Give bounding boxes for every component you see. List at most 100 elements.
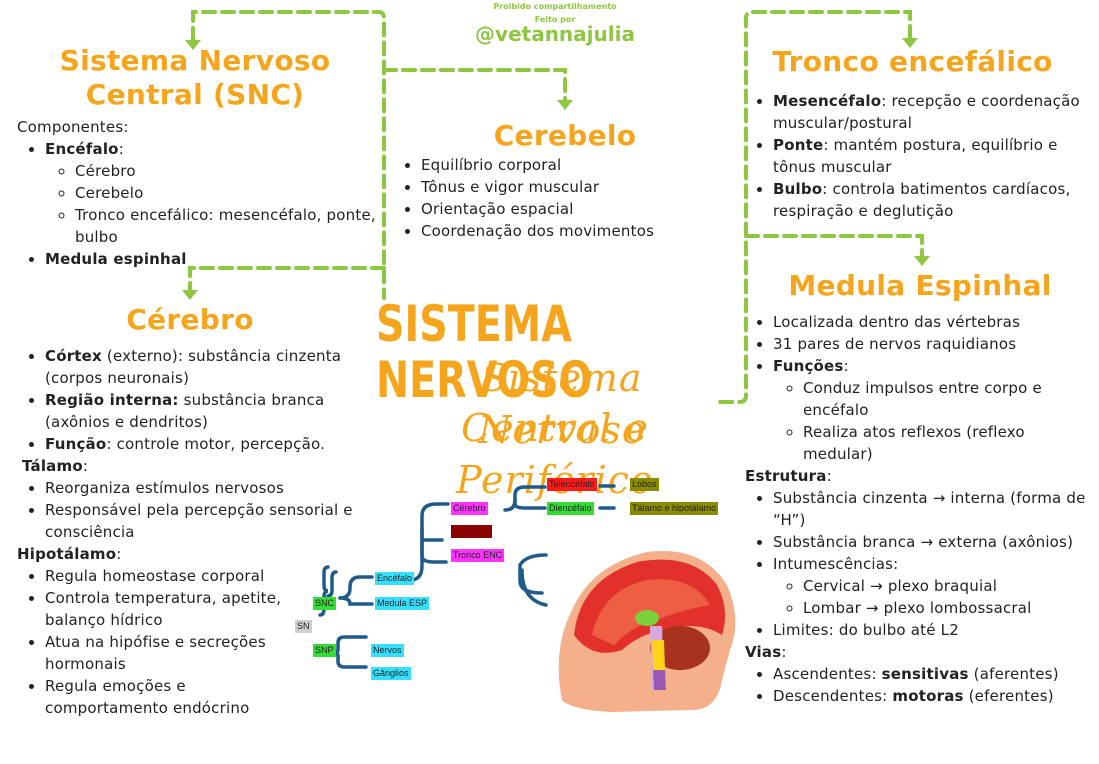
list-item: Limites: do bulbo até L2 — [773, 619, 1095, 641]
snc-heading-line2: Central (SNC) — [85, 78, 305, 111]
watermark-text: Proibido compartilhamento — [493, 2, 617, 11]
diagram-snp: SNP — [313, 644, 336, 657]
diagram-medula-esp: Medula ESP — [375, 597, 430, 610]
talamo-title: Tálamo: — [22, 457, 89, 475]
medula-heading: Medula Espinhal — [788, 269, 1052, 302]
via-pre: Descendentes: — [773, 687, 893, 705]
diagram-cerebelo: Cerebelo — [451, 525, 492, 538]
list-item: Cerebelo — [75, 182, 377, 204]
term-desc: : mantém postura, equilíbrio e tônus mus… — [773, 136, 1058, 176]
cerebelo-section: Equilíbrio corporal Tônus e vigor muscul… — [393, 154, 693, 242]
diagram-encefalo: Encéfalo — [375, 572, 415, 585]
term: Córtex — [45, 347, 102, 365]
medula-section: Localizada dentro das vértebras 31 pares… — [745, 311, 1095, 707]
via-post: (aferentes) — [968, 665, 1059, 683]
term: Mesencéfalo — [773, 92, 882, 110]
list-item: Cérebro — [75, 160, 377, 182]
list-item: Mesencéfalo: recepção e coordenação musc… — [773, 90, 1085, 134]
encefalo-label: Encéfalo — [45, 140, 119, 158]
diagram-nervos: Nervos — [371, 644, 404, 657]
list-item: Lombar → plexo lombossacral — [803, 597, 1095, 619]
subtitle-line1: Sistema Nervoso — [478, 356, 646, 452]
main-title: SISTEMA NERVOSO — [376, 295, 593, 409]
list-item: Regula emoções e comportamento endócrino — [45, 675, 309, 719]
tronco-section: Mesencéfalo: recepção e coordenação musc… — [745, 90, 1085, 222]
via-term: sensitivas — [881, 665, 969, 683]
cerebelo-heading: Cerebelo — [493, 119, 637, 152]
list-item: Responsável pela percepção sensorial e c… — [45, 499, 369, 543]
list-item: Substância cinzenta → interna (forma de … — [773, 487, 1095, 531]
made-by-text: Feito por — [534, 15, 576, 24]
list-item: Cervical → plexo braquial — [803, 575, 1095, 597]
term-desc: : controla batimentos cardíacos, respira… — [773, 180, 1071, 220]
diagram-talamo-hipotalamo: Tálamo e hipotálamo — [630, 502, 719, 515]
list-item: Atua na hipófise e secreções hormonais — [45, 631, 309, 675]
tronco-heading: Tronco encefálico — [772, 45, 1053, 78]
author-handle: @vetannajulia — [475, 22, 635, 46]
list-item: Ascendentes: sensitivas (aferentes) — [773, 663, 1095, 685]
list-item: Córtex (externo): substância cinzenta (c… — [45, 345, 369, 389]
list-item: Substância branca → externa (axônios) — [773, 531, 1095, 553]
snc-intro: Componentes: — [17, 118, 129, 136]
term: Região interna: — [45, 391, 179, 409]
brain-illustration — [558, 550, 736, 712]
list-item: Medula espinhal — [45, 248, 377, 270]
term-desc: (externo): substância cinzenta (corpos n… — [45, 347, 342, 387]
funcoes-label: Funções — [773, 357, 844, 375]
diagram-snc: SNC — [313, 597, 337, 610]
list-item: Regula homeostase corporal — [45, 565, 309, 587]
list-item: Descendentes: motoras (eferentes) — [773, 685, 1095, 707]
diagram-ganglios: Gânglios — [371, 667, 411, 680]
estrutura-label: Estrutura — [745, 467, 827, 485]
list-item: Intumescências: Cervical → plexo braquia… — [773, 553, 1095, 619]
term: Função — [45, 435, 107, 453]
list-item: Controla temperatura, apetite, balanço h… — [45, 587, 309, 631]
hipotalamo-label: Hipotálamo — [17, 545, 117, 563]
snc-section: Componentes: Encéfalo: Cérebro Cerebelo … — [17, 116, 377, 270]
list-item: Orientação espacial — [421, 198, 693, 220]
list-item: 31 pares de nervos raquidianos — [773, 333, 1095, 355]
term-desc: : recepção e coordenação muscular/postur… — [773, 92, 1080, 132]
estrutura-title: Estrutura: — [745, 467, 832, 485]
term: Bulbo — [773, 180, 823, 198]
term-desc: : controle motor, percepção. — [106, 435, 326, 453]
list-item: Funções: Conduz impulsos entre corpo e e… — [773, 355, 1095, 465]
list-item: Ponte: mantém postura, equilíbrio e tônu… — [773, 134, 1085, 178]
cerebro-heading: Cérebro — [126, 303, 254, 336]
list-item: Encéfalo: Cérebro Cerebelo Tronco encefá… — [45, 138, 377, 248]
term: Ponte — [773, 136, 824, 154]
list-item: Realiza atos reflexos (reflexo medular) — [803, 421, 1095, 465]
via-pre: Ascendentes: — [773, 665, 882, 683]
via-term: motoras — [892, 687, 964, 705]
diagram-sn: SN — [295, 620, 312, 633]
list-item: Tônus e vigor muscular — [421, 176, 693, 198]
intumescencias-label: Intumescências: — [773, 555, 899, 573]
list-item: Coordenação dos movimentos — [421, 220, 693, 242]
list-item: Bulbo: controla batimentos cardíacos, re… — [773, 178, 1085, 222]
medula-label: Medula espinhal — [45, 250, 187, 268]
term-desc: substância branca (axônios e dendritos) — [45, 391, 325, 431]
list-item: Tronco encefálico: mesencéfalo, ponte, b… — [75, 204, 377, 248]
vias-title: Vias: — [745, 643, 787, 661]
list-item: Equilíbrio corporal — [421, 154, 693, 176]
subtitle-line2: Central e Periférico — [456, 406, 653, 502]
diagram-diencefalo: Diencéfalo — [547, 502, 594, 515]
list-item: Localizada dentro das vértebras — [773, 311, 1095, 333]
talamo-label: Tálamo — [22, 457, 83, 475]
list-item: Reorganiza estímulos nervosos — [45, 477, 369, 499]
list-item: Função: controle motor, percepção. — [45, 433, 369, 455]
diagram-tronco-enc: Tronco ENC — [451, 549, 505, 562]
diagram-lobos: Lobos — [630, 478, 659, 491]
list-item: Região interna: substância branca (axôni… — [45, 389, 369, 433]
list-item: Conduz impulsos entre corpo e encéfalo — [803, 377, 1095, 421]
hipotalamo-title: Hipotálamo: — [17, 545, 122, 563]
diagram-telencefalo: Telencéfalo — [547, 478, 597, 491]
tree-diagram-lines — [318, 484, 616, 669]
via-post: (eferentes) — [963, 687, 1054, 705]
snc-heading: Sistema Nervoso Central (SNC) — [40, 44, 350, 112]
vias-label: Vias — [745, 643, 782, 661]
snc-heading-line1: Sistema Nervoso — [59, 44, 331, 77]
cerebro-section: Córtex (externo): substância cinzenta (c… — [17, 345, 369, 719]
diagram-cerebro: Cérebro — [451, 502, 488, 515]
